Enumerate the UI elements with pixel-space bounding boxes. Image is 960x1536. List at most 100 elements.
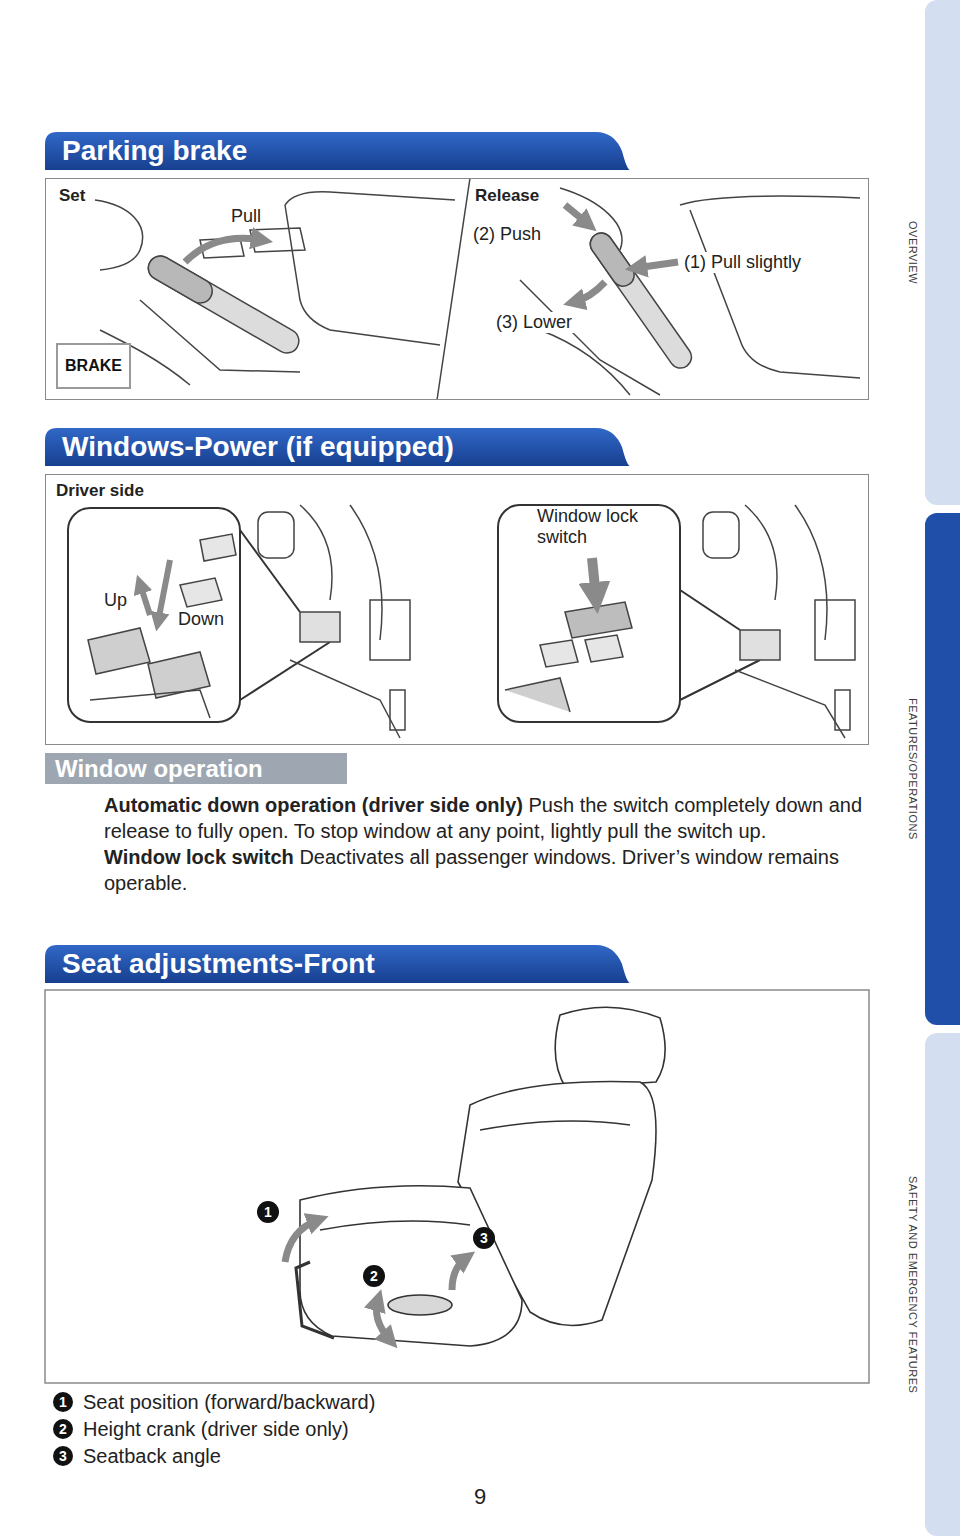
illustration-part	[88, 628, 150, 674]
term: Automatic down operation (driver side on…	[104, 794, 523, 816]
illustration-part	[586, 229, 638, 291]
illustration-part	[300, 612, 340, 642]
tab-fill	[45, 753, 347, 784]
illustration-part	[144, 252, 217, 308]
illustration-part	[540, 640, 578, 667]
indicator-box: BRAKE	[56, 343, 131, 389]
illustration-part	[240, 530, 300, 612]
label-text: Windows-Power (if equipped)	[45, 428, 454, 466]
seat-drawing	[296, 1007, 665, 1346]
label-text: Parking brake	[45, 132, 247, 170]
illustration-part	[795, 505, 827, 640]
illustration-part	[680, 660, 760, 700]
label-text: Window operation	[45, 753, 263, 784]
illustration-part	[735, 670, 845, 738]
window-switch	[505, 602, 632, 712]
illustration-part	[680, 196, 860, 205]
illustration-part	[480, 1121, 630, 1130]
label-text: Release	[473, 185, 541, 206]
illustration-part	[680, 590, 740, 630]
callout-digit: 2	[363, 1265, 385, 1287]
illustration-part	[296, 1262, 334, 1338]
door-drawing	[703, 505, 855, 738]
section-tab: Seat adjustments-Front	[45, 945, 630, 983]
chapter-tab: OVERVIEW	[925, 0, 960, 505]
callout-number: 1	[53, 1392, 73, 1412]
illustration-part	[565, 602, 632, 638]
illustration-part	[95, 200, 143, 270]
switch-magnifier	[498, 505, 760, 722]
label-text: Up	[102, 590, 129, 611]
label-text: (3) Lower	[494, 312, 574, 333]
callout-number: 2	[363, 1265, 385, 1287]
subsection-tab: Window operation	[45, 753, 347, 784]
illustration-part	[320, 1221, 470, 1230]
seat-panel	[45, 990, 869, 1383]
illustration-part	[540, 330, 630, 395]
up-arrow	[140, 584, 150, 615]
callout-number: 3	[473, 1227, 495, 1249]
illustration-part	[690, 210, 860, 378]
legend-text: Seat position (forward/backward)	[83, 1391, 375, 1413]
illustration-part	[144, 252, 303, 358]
illustration-part	[740, 630, 780, 660]
seat-position-arrow	[285, 1220, 318, 1262]
illustration-part	[815, 600, 855, 660]
illustration-part	[498, 505, 680, 722]
illustration-part	[585, 635, 623, 662]
label-text: FEATURES/OPERATIONS	[906, 698, 919, 840]
pull-slightly-arrow	[636, 262, 678, 268]
tab-fill	[45, 945, 630, 983]
illustration-part	[285, 205, 440, 345]
illustration-part	[388, 1295, 452, 1315]
seatback-arrow	[452, 1258, 466, 1290]
illustration-part	[300, 1186, 522, 1346]
callout-number: 1	[257, 1201, 279, 1223]
callout-digit: 3	[473, 1227, 495, 1249]
figure-panel: Driver sideUpDownWindow lock switch	[45, 474, 869, 745]
console-drawing	[95, 192, 455, 385]
illustration-part	[703, 512, 739, 558]
tab-shape	[45, 753, 347, 784]
lower-arrow	[574, 282, 605, 302]
door-drawing	[258, 505, 410, 738]
term: Window lock switch	[104, 846, 294, 868]
illustration-part	[350, 505, 382, 640]
label-text: Set	[57, 185, 87, 206]
chapter-tab: FEATURES/OPERATIONS	[925, 513, 960, 1025]
illustration-part	[100, 330, 190, 385]
tab-fill	[45, 132, 630, 170]
parking-brake-lever	[586, 229, 696, 373]
illustration-part	[505, 678, 570, 712]
console-drawing	[520, 188, 860, 395]
label-text: BRAKE	[65, 357, 122, 375]
label-text: Pull	[229, 206, 263, 227]
legend-text: Height crank (driver side only)	[83, 1418, 349, 1440]
illustration-part	[285, 192, 455, 205]
callout-number: 2	[53, 1419, 73, 1439]
label-text: (2) Push	[471, 224, 543, 245]
switch-magnifier	[68, 508, 330, 722]
illustration-part	[200, 534, 236, 561]
callout-digit: 2	[53, 1419, 73, 1439]
pull-arrow	[185, 238, 262, 262]
lock-switch-arrow	[592, 558, 596, 598]
label-text: Seat adjustments-Front	[45, 945, 375, 983]
down-arrow	[158, 560, 170, 622]
illustration-part	[745, 505, 777, 600]
description: Push the switch completely down and rele…	[104, 794, 862, 842]
window-switch	[88, 534, 236, 718]
label-text: Driver side	[54, 480, 146, 501]
legend-text: Seatback angle	[83, 1445, 221, 1467]
tab-shape	[45, 132, 630, 170]
illustration-part	[68, 508, 240, 722]
illustration-part	[300, 505, 332, 600]
push-arrow	[565, 205, 588, 224]
paragraph: Automatic down operation (driver side on…	[104, 792, 870, 844]
callout-digit: 1	[53, 1392, 73, 1412]
illustration-part	[555, 1007, 665, 1088]
